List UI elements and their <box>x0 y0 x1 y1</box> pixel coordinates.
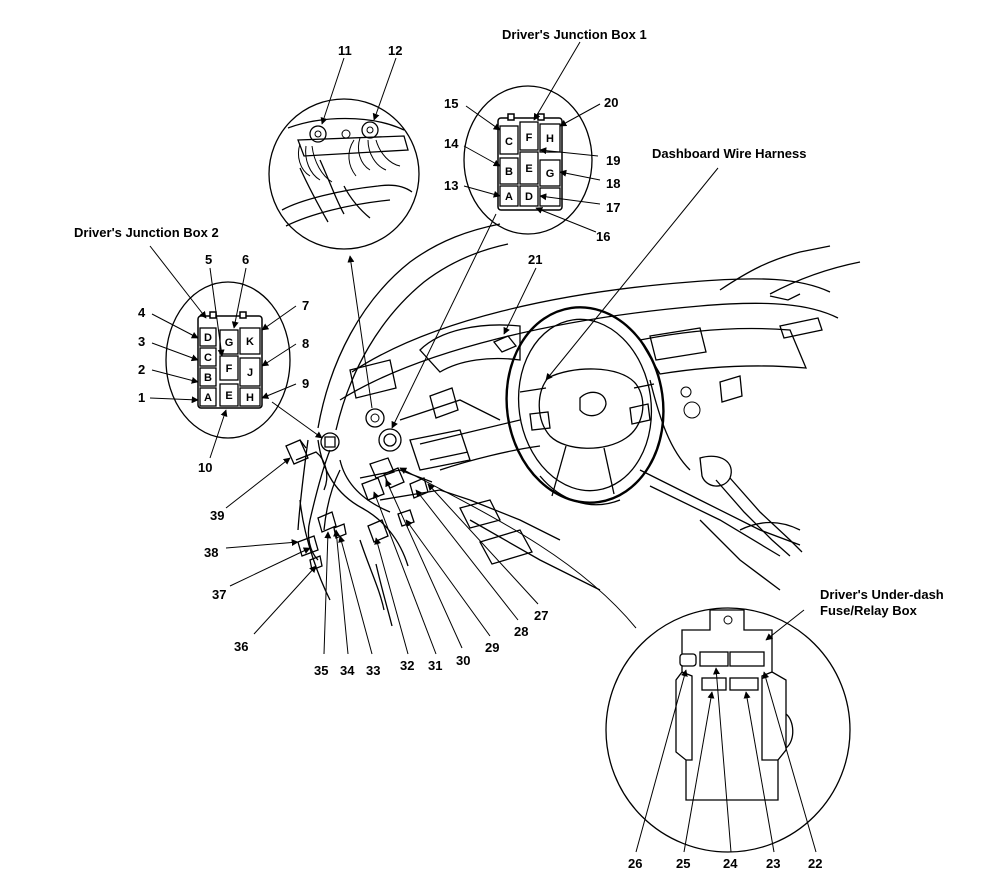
jb1-letter-d: D <box>525 191 533 203</box>
callout-25: 25 <box>676 856 690 871</box>
jb1-letter-c: C <box>505 136 513 148</box>
callout-15: 15 <box>444 96 458 111</box>
callout-39: 39 <box>210 508 224 523</box>
junction-box-1-detail: C B A F E D H G <box>391 41 601 429</box>
callout-numbers: 1 2 3 4 5 6 7 8 9 10 11 12 13 14 15 16 1… <box>138 43 822 871</box>
callout-27: 27 <box>534 608 548 623</box>
junction-box-2-detail: D C B A G F E K J H <box>149 245 323 459</box>
jb2-letter-h: H <box>246 392 254 404</box>
callout-35: 35 <box>314 663 328 678</box>
callout-31: 31 <box>428 658 442 673</box>
jb2-letter-k: K <box>246 336 254 348</box>
jb1-letter-e: E <box>525 163 532 175</box>
callout-14: 14 <box>444 136 459 151</box>
callout-21: 21 <box>528 252 542 267</box>
jb2-letter-c: C <box>204 352 212 364</box>
callout-22: 22 <box>808 856 822 871</box>
junction-box-1-title: Driver's Junction Box 1 <box>502 27 647 42</box>
callout-5: 5 <box>205 252 212 267</box>
callout-7: 7 <box>302 298 309 313</box>
jb2-letter-j: J <box>247 367 253 379</box>
callout-leaders <box>225 167 719 655</box>
dashboard-wire-harness-title: Dashboard Wire Harness <box>652 146 807 161</box>
jb1-letter-g: G <box>546 168 555 180</box>
callout-9: 9 <box>302 376 309 391</box>
connector-11-12-detail <box>268 57 420 409</box>
callout-10: 10 <box>198 460 212 475</box>
jb1-letter-h: H <box>546 133 554 145</box>
callout-1: 1 <box>138 390 145 405</box>
callout-36: 36 <box>234 639 248 654</box>
callout-12: 12 <box>388 43 402 58</box>
callout-17: 17 <box>606 200 620 215</box>
callout-33: 33 <box>366 663 380 678</box>
callout-13: 13 <box>444 178 458 193</box>
callout-11: 11 <box>338 43 352 58</box>
junction-box-2-title: Driver's Junction Box 2 <box>74 225 219 240</box>
jb2-letter-a: A <box>204 392 212 404</box>
callout-3: 3 <box>138 334 145 349</box>
jb1-letter-a: A <box>505 191 513 203</box>
callout-2: 2 <box>138 362 145 377</box>
callout-16: 16 <box>596 229 610 244</box>
jb2-letter-d: D <box>204 332 212 344</box>
callout-8: 8 <box>302 336 309 351</box>
callout-30: 30 <box>456 653 470 668</box>
callout-32: 32 <box>400 658 414 673</box>
jb1-letter-b: B <box>505 166 513 178</box>
callout-20: 20 <box>604 95 618 110</box>
callout-6: 6 <box>242 252 249 267</box>
jb2-letter-e: E <box>225 390 232 402</box>
dashboard-line-art <box>285 223 861 627</box>
callout-38: 38 <box>204 545 218 560</box>
callout-37: 37 <box>212 587 226 602</box>
jb2-letter-g: G <box>225 337 234 349</box>
callout-24: 24 <box>723 856 738 871</box>
callout-23: 23 <box>766 856 780 871</box>
fuse-relay-box-title-line-2: Fuse/Relay Box <box>820 603 918 618</box>
callout-34: 34 <box>340 663 355 678</box>
callout-19: 19 <box>606 153 620 168</box>
jb2-letter-b: B <box>204 372 212 384</box>
jb2-letter-f: F <box>226 363 233 375</box>
under-dash-fuse-relay-box-detail <box>399 467 851 853</box>
callout-26: 26 <box>628 856 642 871</box>
fuse-relay-box-title-line-1: Driver's Under-dash <box>820 587 944 602</box>
callout-28: 28 <box>514 624 528 639</box>
callout-18: 18 <box>606 176 620 191</box>
jb1-letter-f: F <box>526 132 533 144</box>
callout-4: 4 <box>138 305 146 320</box>
callout-29: 29 <box>485 640 499 655</box>
